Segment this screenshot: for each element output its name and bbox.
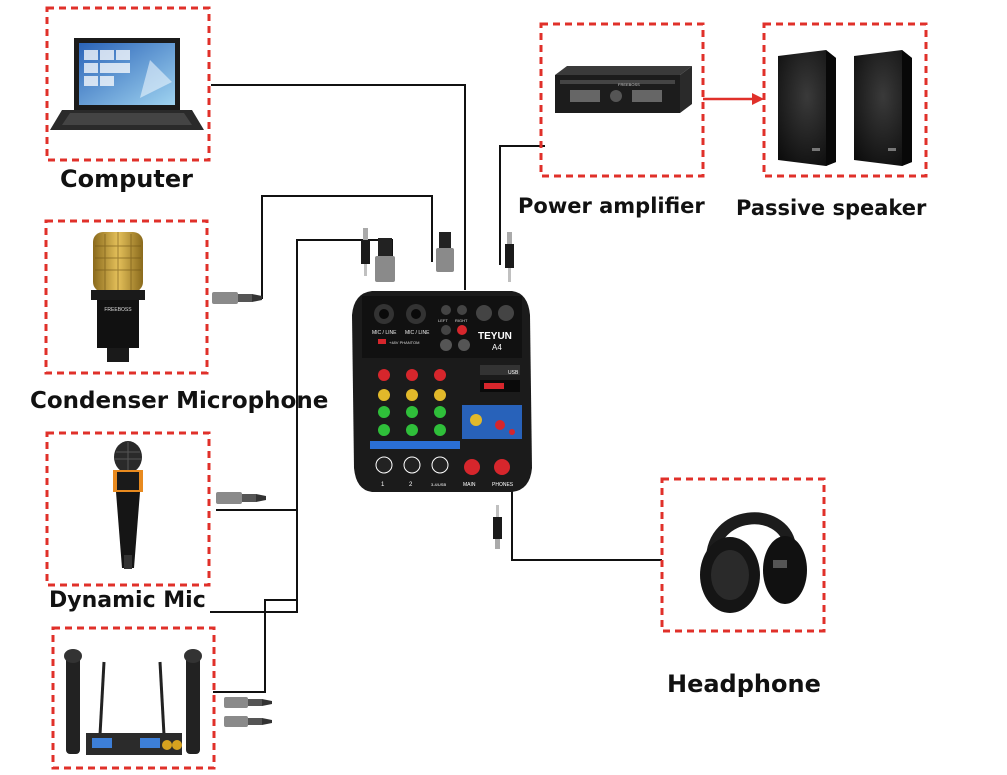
- frame-computer: [45, 6, 211, 162]
- amp-brand-text: FREEBOSS: [618, 82, 640, 87]
- phantom-label: +48V PHANTOM: [389, 340, 420, 345]
- passive-speaker-icon: [778, 50, 912, 166]
- label-condenser-mic: Condenser Microphone: [30, 388, 329, 414]
- label-headphone: Headphone: [667, 670, 821, 698]
- device-frames: [44, 6, 928, 770]
- fader-2-label: 2: [409, 482, 413, 488]
- power-amplifier-icon: FREEBOSS: [555, 66, 692, 113]
- left-label: LEFT: [438, 318, 448, 323]
- fader-1-label: 1: [381, 482, 385, 488]
- trs-plug-headphone: [493, 505, 502, 549]
- xlr-plugs-wireless: [224, 697, 272, 727]
- arrow-amp-to-speaker: [703, 93, 764, 105]
- frame-wireless-mic: [51, 626, 216, 770]
- cable-power-amp: [499, 145, 545, 265]
- channel-knobs: [378, 369, 446, 436]
- laptop-icon: [50, 38, 204, 130]
- mic-brand-text: FREEBOSS: [104, 307, 132, 313]
- frame-dynamic-mic: [45, 431, 211, 587]
- xlr-plug-condenser: [212, 292, 262, 304]
- cable-computer: [211, 84, 466, 290]
- xlr-plug-dynamic: [216, 492, 266, 504]
- label-computer: Computer: [60, 165, 193, 193]
- condenser-mic-icon: FREEBOSS: [91, 232, 145, 362]
- label-passive-speaker: Passive speaker: [736, 196, 927, 220]
- fader-3-label: 3-4/USB: [431, 482, 446, 487]
- label-dynamic-mic: Dynamic Mic: [49, 588, 206, 613]
- cable-headphone: [506, 489, 662, 561]
- frame-power-amp: [539, 22, 705, 178]
- main-label: MAIN: [463, 482, 476, 488]
- ch1-label: MIC / LINE: [372, 330, 397, 336]
- frame-headphone: [660, 477, 826, 633]
- right-label: RIGHT: [455, 318, 468, 323]
- frame-passive-speaker: [762, 22, 928, 178]
- headphone-icon: [700, 512, 807, 613]
- usb-label: USB: [508, 370, 519, 376]
- model-label: A4: [492, 343, 502, 352]
- top-connectors: [361, 228, 514, 282]
- ch2-label: MIC / LINE: [405, 330, 430, 336]
- phones-label: PHONES: [492, 482, 514, 488]
- cable-dynamic-mic: [210, 509, 298, 613]
- label-power-amplifier: Power amplifier: [518, 194, 705, 218]
- brand-label: TEYUN: [478, 331, 512, 342]
- dynamic-mic-icon: [113, 441, 143, 569]
- cable-condenser-mic: [240, 195, 433, 299]
- mixer-teyun-a4: MIC / LINE MIC / LINE +48V PHANTOM LEFT …: [352, 291, 532, 492]
- wireless-mic-icon: [64, 649, 202, 755]
